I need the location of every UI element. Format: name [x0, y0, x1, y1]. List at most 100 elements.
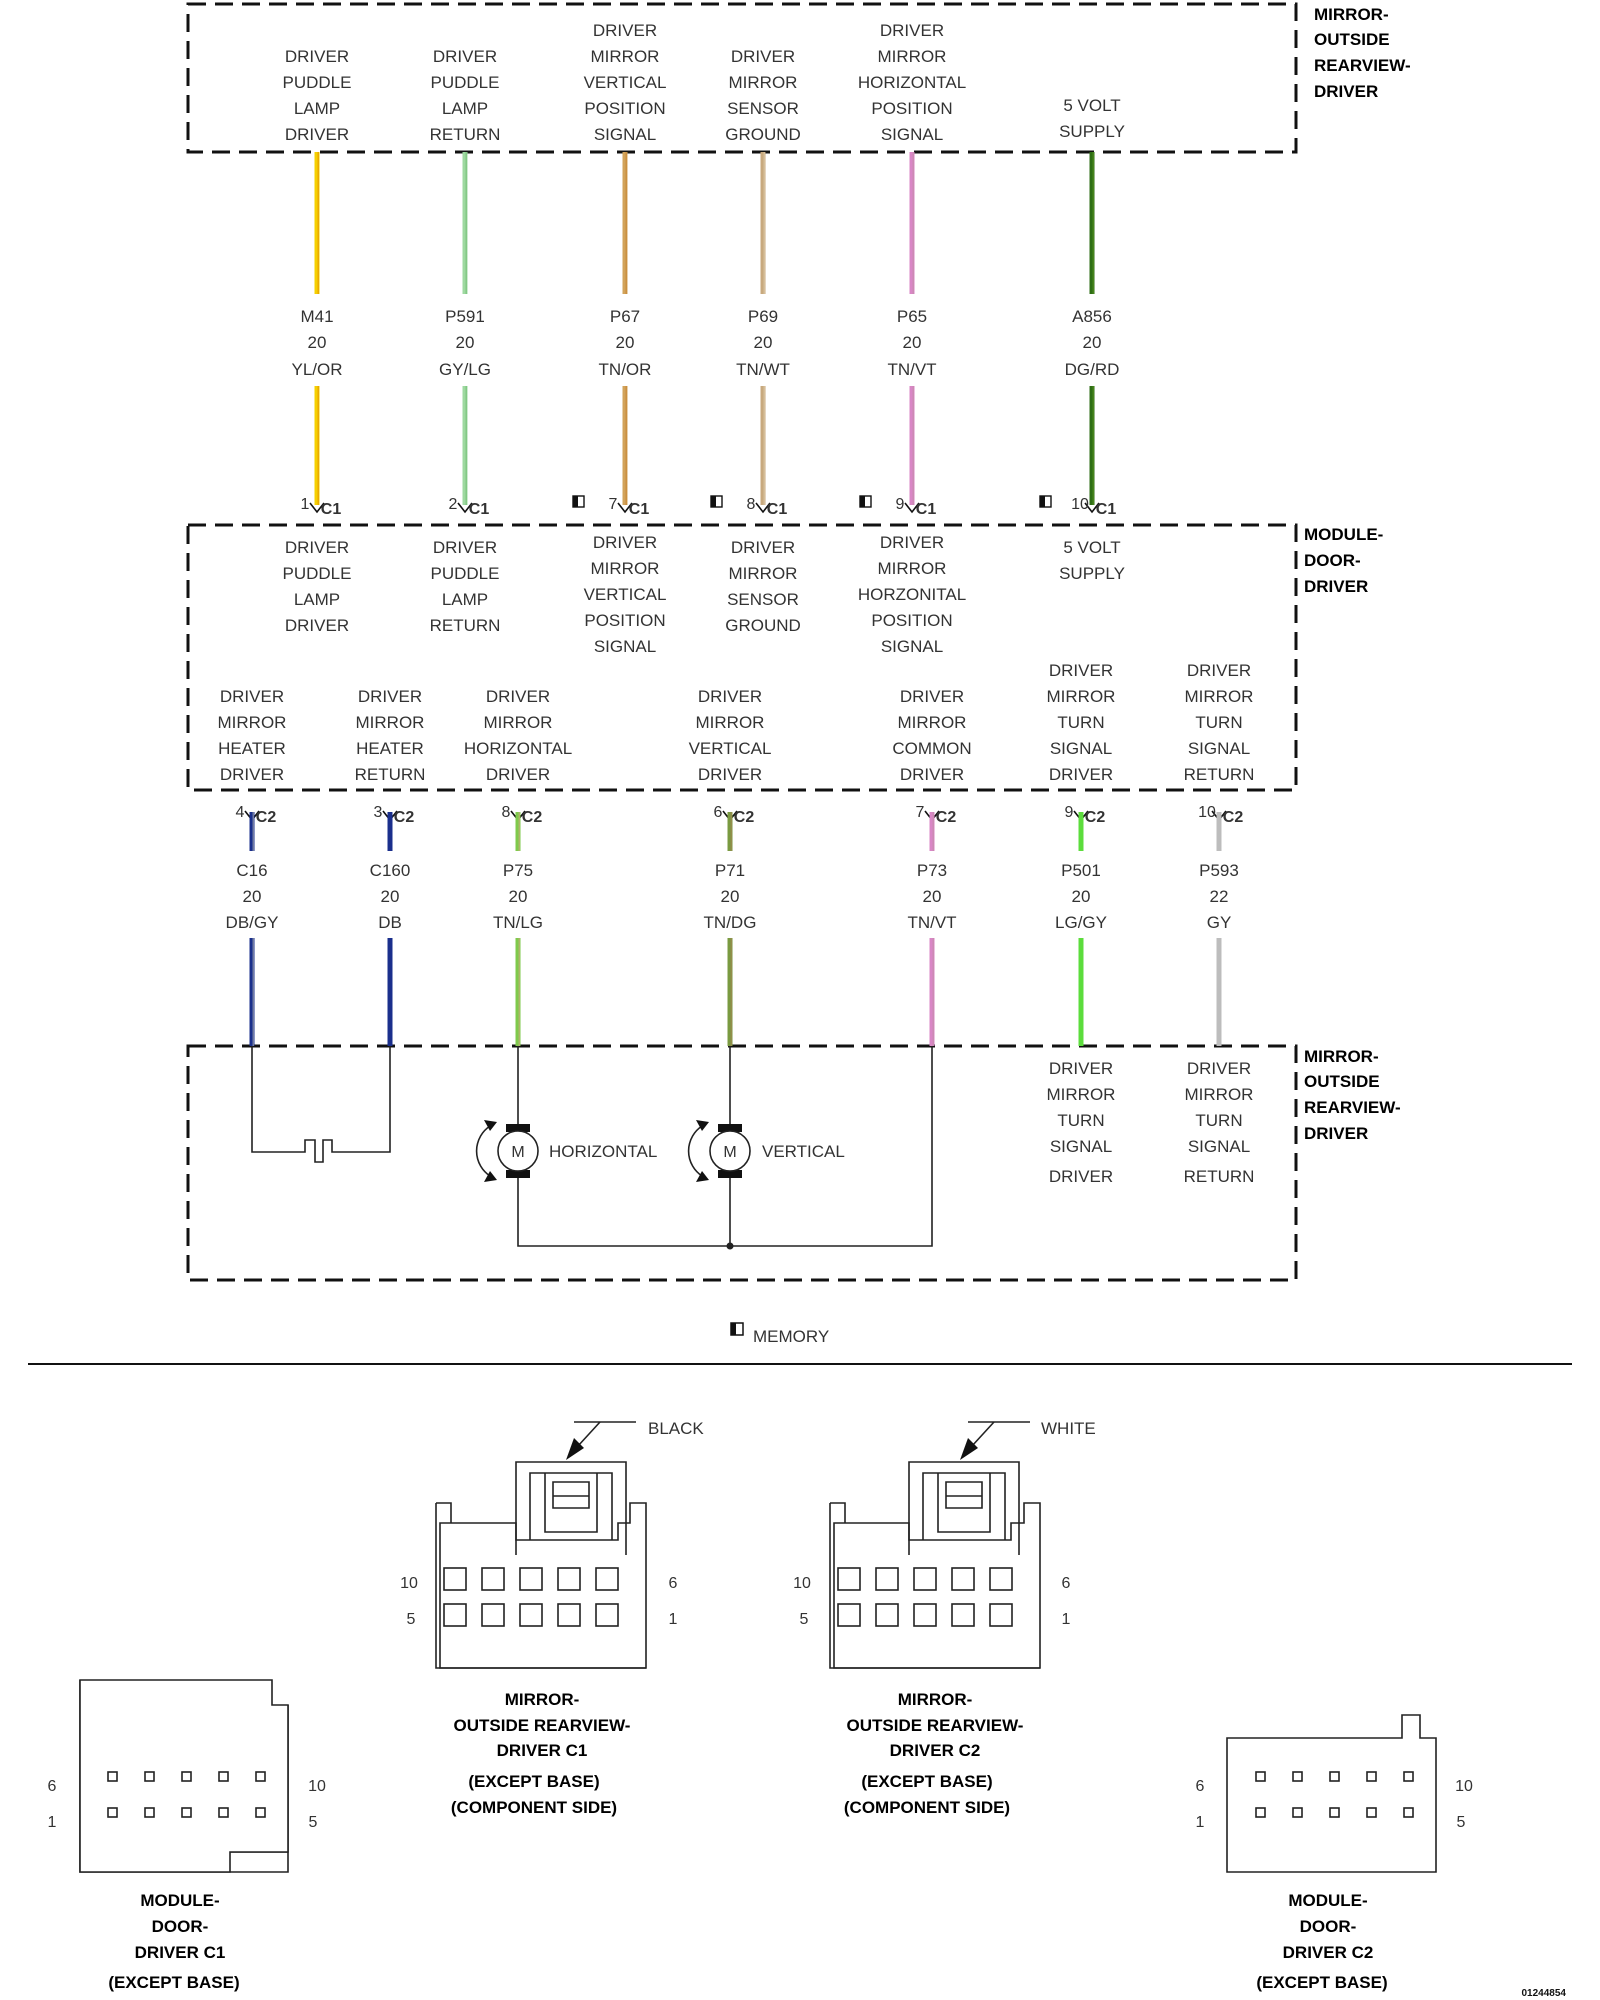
circuit-id: C160 [370, 861, 411, 880]
connector-cavity [443, 1567, 467, 1591]
connector-cavity [1366, 1771, 1377, 1782]
connector-cavity [218, 1807, 229, 1818]
connector-cavity [875, 1603, 899, 1627]
module-pin-label-line: SIGNAL [1188, 739, 1250, 758]
connector-cavity [255, 1807, 266, 1818]
svg-text:REARVIEW-: REARVIEW- [1304, 1098, 1401, 1117]
module-pin-label-line: MIRROR [729, 564, 798, 583]
connector-cavity [1255, 1807, 1266, 1818]
memory-symbol-fill [860, 496, 865, 507]
mirror-c1-color-label: BLACK [648, 1419, 704, 1438]
figure-id: 01244854 [1522, 1988, 1567, 1999]
mirror-pin-label-line: VERTICAL [584, 73, 667, 92]
mirror-pin-label-line: SENSOR [727, 99, 799, 118]
svg-text:OUTSIDE: OUTSIDE [1304, 1072, 1380, 1091]
svg-text:DRIVER C2: DRIVER C2 [1283, 1943, 1374, 1962]
vertical-motor: M VERTICAL [687, 1120, 845, 1182]
terminal-c1-7 [617, 502, 633, 514]
module-pin-label-line: VERTICAL [584, 585, 667, 604]
svg-text:OUTSIDE: OUTSIDE [1314, 30, 1390, 49]
pin-number-c2-4: 4 [236, 804, 245, 821]
mirror-c2-pin-10: 10 [793, 1575, 811, 1592]
module-pin-label-line: DRIVER [900, 765, 964, 784]
mirror-pin-label-line: DRIVER [880, 21, 944, 40]
connector-cavity [218, 1771, 229, 1782]
module-pin-label-line: DRIVER [731, 538, 795, 557]
mirror-c2-cavities [837, 1567, 1013, 1627]
module-pin-label-line: DRIVER [285, 616, 349, 635]
svg-text:(EXCEPT BASE): (EXCEPT BASE) [861, 1772, 992, 1791]
wire-gauge: 20 [616, 333, 635, 352]
svg-text:MIRROR-: MIRROR- [1304, 1047, 1379, 1066]
module-pin-label-line: 5 VOLT [1063, 538, 1120, 557]
module-pin-label-line: MIRROR [591, 559, 660, 578]
mirror-pin-label-line: SIGNAL [594, 125, 656, 144]
mirror-pin-label-line: DRIVER [285, 125, 349, 144]
mirror-top-name: MIRROR- OUTSIDE REARVIEW- DRIVER [1314, 5, 1411, 101]
connector-label-c1-1: C1 [321, 501, 342, 518]
mirror-pin-label-line: MIRROR [591, 47, 660, 66]
module-c2-pin-10: 10 [1455, 1778, 1473, 1795]
module-pin-label-line: DRIVER [698, 687, 762, 706]
circuit-id: P593 [1199, 861, 1239, 880]
motor-common-wiring [517, 1046, 933, 1247]
wire-color-code: DB/GY [226, 913, 279, 932]
connector-label-c2-8: C2 [522, 809, 543, 826]
module-pin-label-line: TURN [1195, 713, 1242, 732]
mirror-turn-signal-driver-label: DRIVER MIRROR TURN SIGNAL DRIVER [1047, 1059, 1116, 1186]
mirror-c1-cavities [443, 1567, 619, 1627]
circuit-id: M41 [300, 307, 333, 326]
svg-text:DRIVER: DRIVER [1314, 82, 1378, 101]
svg-text:DRIVER: DRIVER [1049, 1059, 1113, 1078]
circuit-id: P501 [1061, 861, 1101, 880]
pin-number-c2-7: 7 [916, 804, 925, 821]
svg-text:DRIVER: DRIVER [1049, 1167, 1113, 1186]
module-pin-label-line: PUDDLE [283, 564, 352, 583]
module-pin-label-line: DRIVER [220, 765, 284, 784]
connector-label-c1-10: C1 [1096, 501, 1117, 518]
module-pin-label-line: HEATER [356, 739, 424, 758]
connector-cavity [875, 1567, 899, 1591]
connector-label-c2-6: C2 [734, 809, 755, 826]
connector-cavity [557, 1603, 581, 1627]
mirror-pin-label-line: LAMP [442, 99, 488, 118]
terminal-c1-10 [1084, 502, 1100, 514]
svg-text:TURN: TURN [1195, 1111, 1242, 1130]
pin-number-c1-10: 10 [1071, 496, 1089, 513]
svg-text:DRIVER: DRIVER [1304, 577, 1368, 596]
memory-legend: MEMORY [730, 1322, 829, 1346]
connector-cavity [595, 1603, 619, 1627]
mirror-turn-signal-return-label: DRIVER MIRROR TURN SIGNAL RETURN [1184, 1059, 1255, 1186]
svg-text:MIRROR: MIRROR [1047, 1085, 1116, 1104]
wire-gauge: 20 [456, 333, 475, 352]
module-c1-pin-1: 1 [48, 1814, 57, 1831]
module-pin-label-line: DRIVER [433, 538, 497, 557]
mirror-c1-pin-1: 1 [669, 1611, 678, 1628]
pin-number-c1-8: 8 [747, 496, 756, 513]
connector-label-c2-9: C2 [1085, 809, 1106, 826]
horizontal-motor-symbol: M [511, 1144, 524, 1161]
mirror-c2-pin-1: 1 [1062, 1611, 1071, 1628]
c1-wire-p65: DRIVERMIRRORHORIZONTALPOSITIONSIGNALP652… [858, 21, 966, 656]
wire-gauge: 20 [1083, 333, 1102, 352]
connector-cavity [557, 1567, 581, 1591]
mirror-c1-pin-5: 5 [407, 1611, 416, 1628]
connector-cavity [1403, 1771, 1414, 1782]
mirror-pin-label-line: DRIVER [731, 47, 795, 66]
pin-number-c2-8: 8 [502, 804, 511, 821]
mirror-pin-label-line: POSITION [584, 99, 665, 118]
svg-text:MIRROR-: MIRROR- [898, 1690, 973, 1709]
svg-text:(COMPONENT SIDE): (COMPONENT SIDE) [451, 1798, 617, 1817]
wire-gauge: 20 [754, 333, 773, 352]
mirror-pin-label-line: PUDDLE [283, 73, 352, 92]
mirror-c2-pin-5: 5 [800, 1611, 809, 1628]
module-pin-label-line: SUPPLY [1059, 564, 1125, 583]
connector-label-c1-2: C1 [469, 501, 490, 518]
module-pin-label-line: VERTICAL [689, 739, 772, 758]
connector-cavity [181, 1807, 192, 1818]
